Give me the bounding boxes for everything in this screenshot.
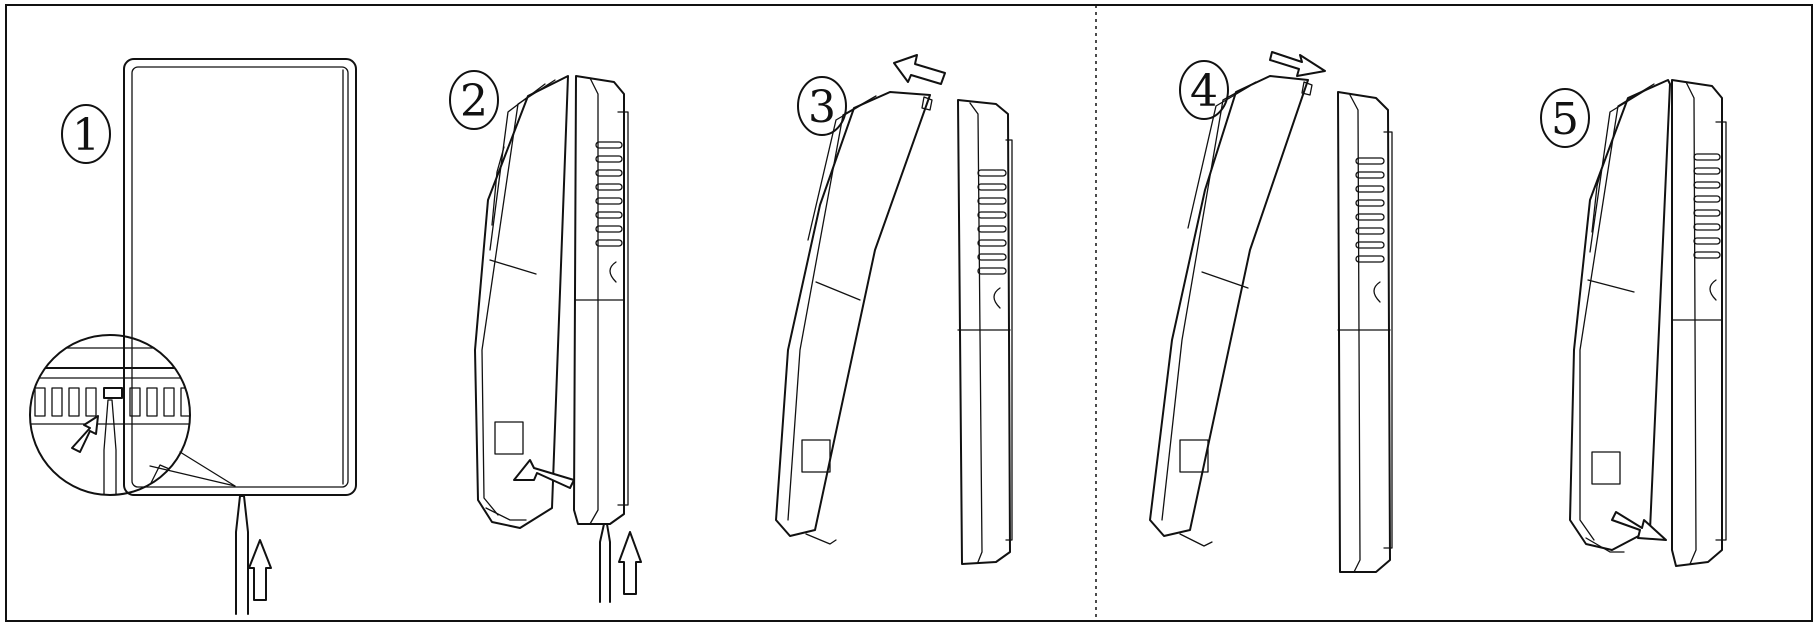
step-1-magnifier	[29, 334, 236, 496]
step-3-rear-housing	[775, 91, 933, 545]
step-3-number: 3	[808, 82, 836, 133]
step-3-front-housing	[957, 99, 1013, 565]
step-4-arrow	[1269, 51, 1326, 77]
step-2-callout: 2	[449, 70, 499, 130]
step-4-number: 4	[1190, 66, 1218, 117]
step-2-front-housing	[573, 75, 629, 525]
step-5-callout: 5	[1540, 88, 1590, 148]
step-2-rear-housing	[474, 75, 569, 529]
step-1-front-panel	[123, 58, 357, 496]
step-5-arrow	[1611, 511, 1667, 541]
step-5-front-housing	[1671, 79, 1727, 567]
step-4-callout: 4	[1179, 60, 1229, 120]
step-2-diagonal-arrow	[513, 459, 575, 489]
step-1-up-arrow	[248, 539, 272, 601]
diagram-frame	[5, 4, 1813, 622]
step-5-rear-housing	[1569, 79, 1671, 553]
step-4-rear-housing	[1149, 75, 1313, 547]
step-4-front-housing	[1337, 91, 1393, 573]
step-2-number: 2	[460, 76, 488, 127]
step-5-number: 5	[1551, 94, 1579, 145]
step-2-up-arrow	[618, 531, 642, 595]
step-1-number: 1	[72, 110, 100, 161]
step-1-screwdriver	[235, 495, 249, 615]
step-2-screwdriver	[599, 523, 611, 603]
step-3-callout: 3	[797, 76, 847, 136]
step-3-arrow	[893, 54, 946, 85]
step-1-callout: 1	[61, 104, 111, 164]
